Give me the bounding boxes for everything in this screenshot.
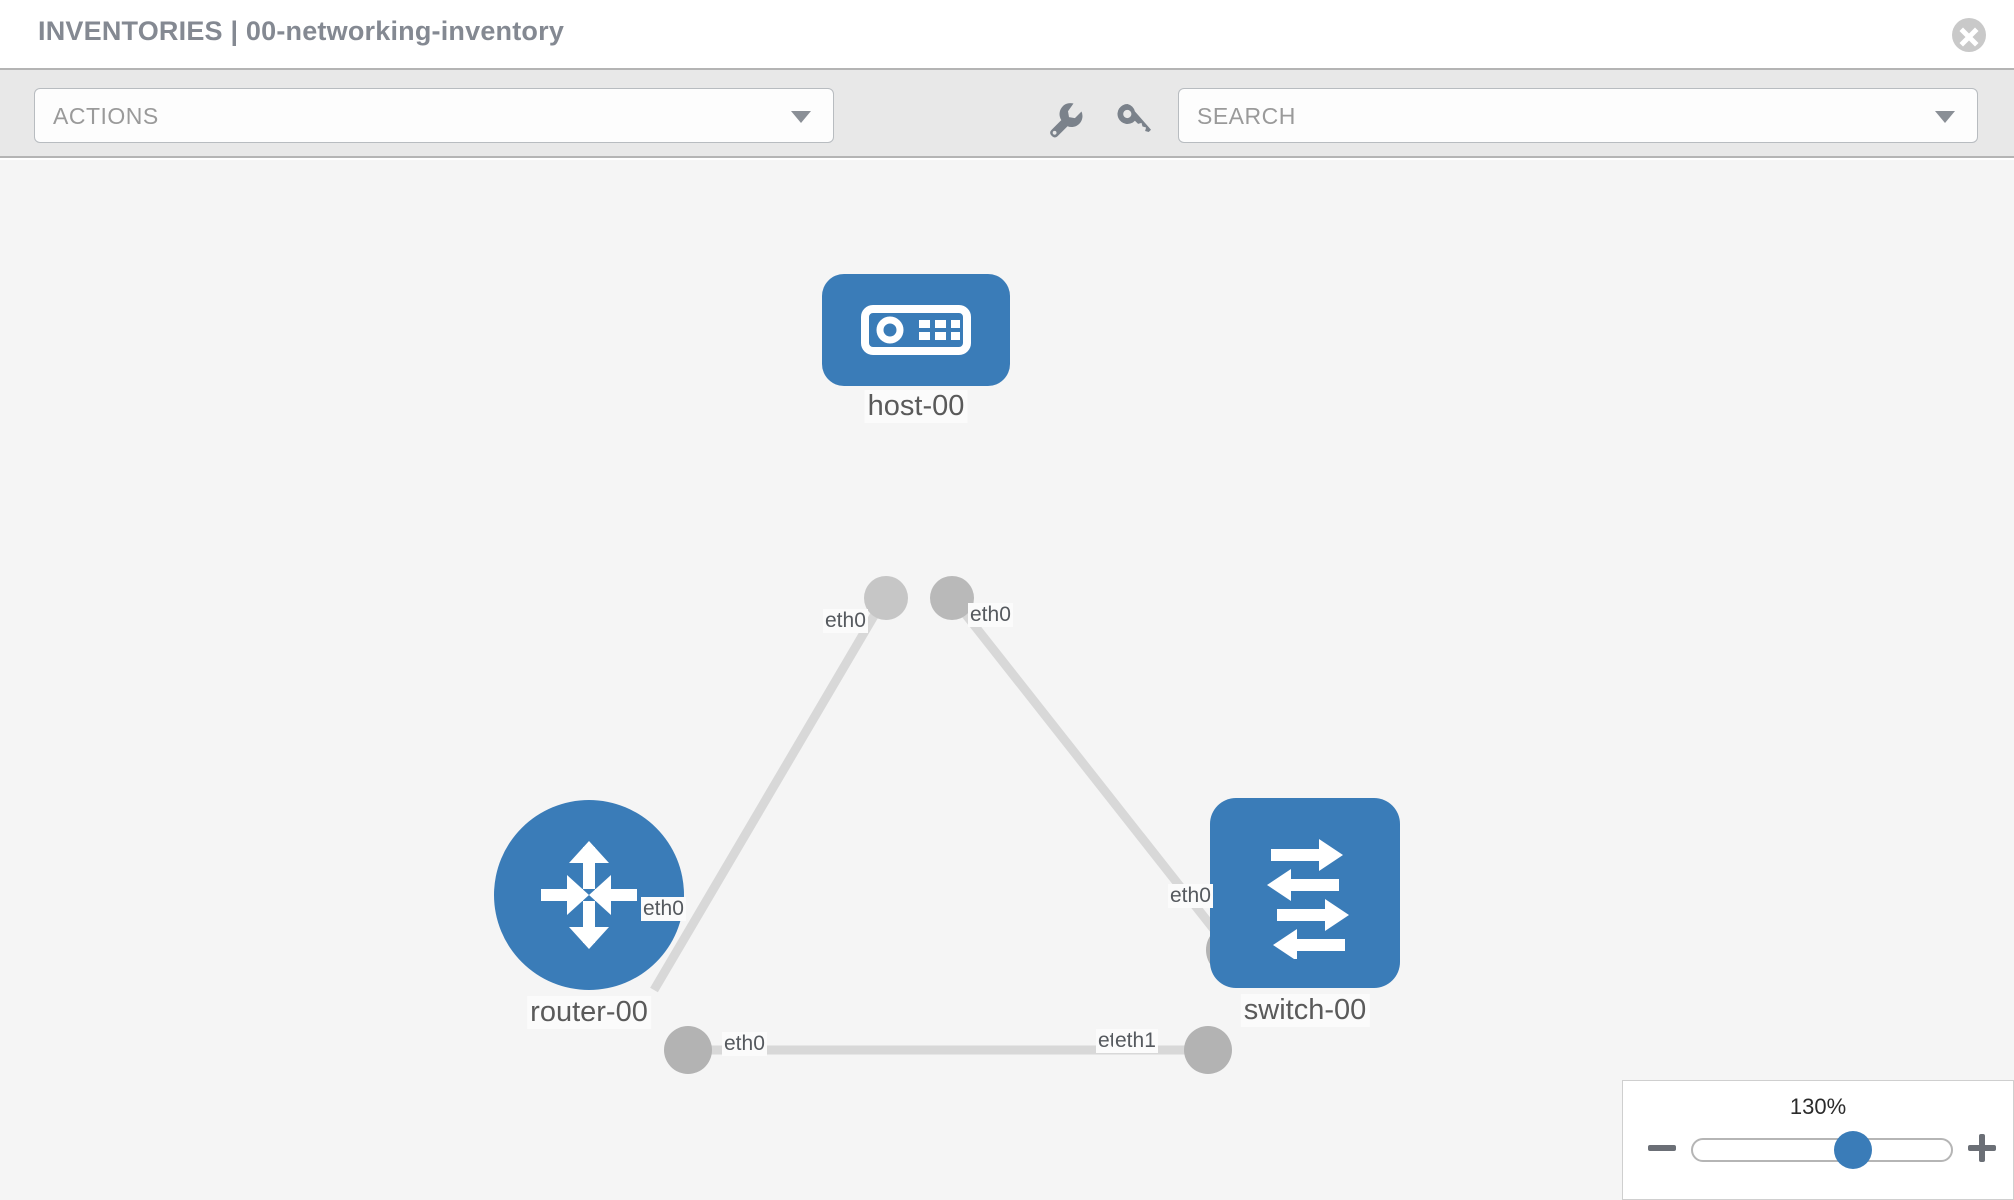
switch-arrows-icon: [1267, 839, 1349, 959]
router-arrows-icon: [541, 841, 637, 949]
wrench-icon[interactable]: [1043, 98, 1085, 140]
node-router-00[interactable]: router-00: [494, 800, 684, 1029]
page-header: INVENTORIES | 00-networking-inventory: [0, 0, 2014, 68]
iface-label: eth1: [1113, 1029, 1158, 1053]
zoom-control-panel: 130%: [1622, 1080, 2014, 1200]
iface-label: eth0: [968, 603, 1013, 627]
node-label-host-00: host-00: [864, 390, 968, 423]
topology-canvas[interactable]: host-00 rout: [0, 160, 2014, 1200]
toolbar: ACTIONS SEARCH: [0, 68, 2014, 158]
node-label-router-00: router-00: [527, 996, 651, 1029]
chevron-down-icon: [791, 110, 811, 123]
server-icon: [861, 305, 971, 355]
zoom-slider-thumb[interactable]: [1834, 1131, 1873, 1169]
iface-label: eth0: [641, 897, 686, 921]
node-switch-00[interactable]: switch-00: [1210, 798, 1400, 1027]
search-input[interactable]: SEARCH: [1178, 88, 1978, 143]
host-node-shape: [822, 274, 1010, 386]
actions-dropdown-label: ACTIONS: [53, 103, 159, 129]
page-title: INVENTORIES | 00-networking-inventory: [38, 16, 565, 46]
node-host-00[interactable]: host-00: [822, 274, 1010, 423]
router-node-shape: [494, 800, 684, 990]
iface-label: eth0: [722, 1032, 767, 1056]
zoom-slider-track[interactable]: [1691, 1138, 1953, 1162]
node-label-switch-00: switch-00: [1240, 994, 1370, 1027]
switch-node-shape: [1210, 798, 1400, 988]
actions-dropdown[interactable]: ACTIONS: [34, 88, 834, 143]
iface-label: eth0: [823, 609, 868, 633]
key-icon[interactable]: [1112, 98, 1154, 140]
zoom-level-label: 130%: [1789, 1094, 1847, 1119]
search-placeholder: SEARCH: [1197, 103, 1296, 129]
plus-icon[interactable]: [1965, 1131, 1999, 1165]
iface-label: eth0: [1168, 884, 1213, 908]
minus-icon[interactable]: [1645, 1131, 1679, 1165]
chevron-down-icon: [1935, 110, 1955, 123]
close-icon[interactable]: [1952, 18, 1986, 52]
